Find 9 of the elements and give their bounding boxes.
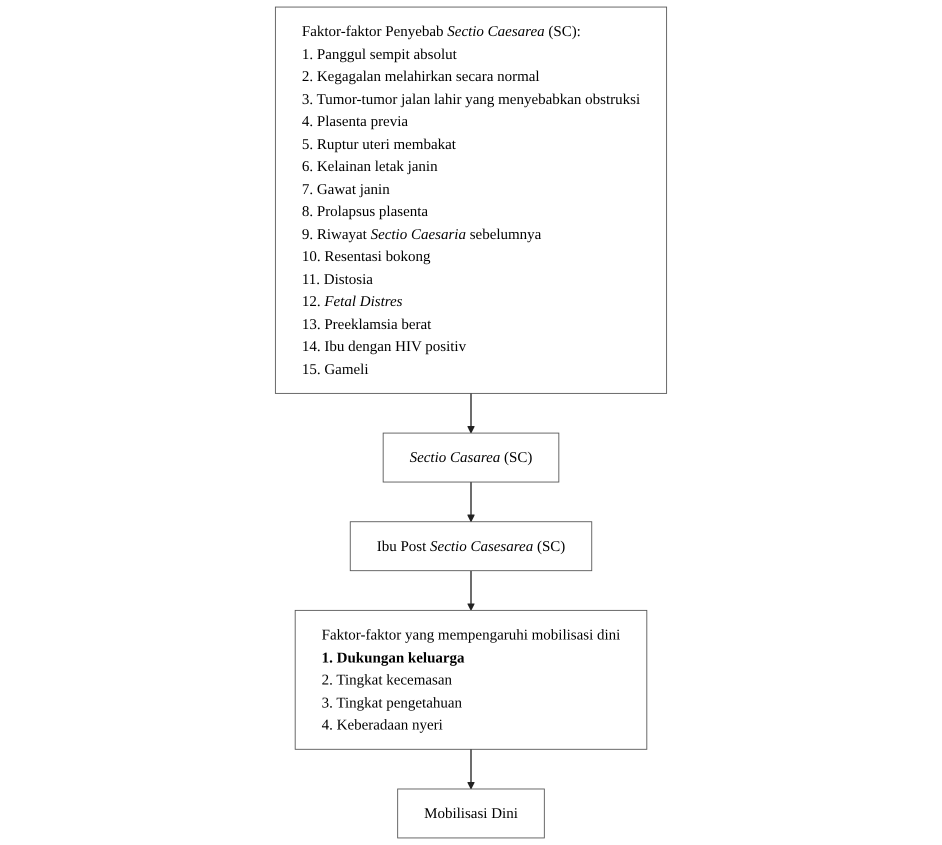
arrow <box>467 749 475 790</box>
node-box: Faktor-faktor yang mempengaruhi mobilisasi dini 1. Dukungan keluarga 2. Tingkat kecemasan 3. Tingkat pengetahuan 4. Keberadaan nyeri <box>294 610 648 750</box>
node-box: Faktor-faktor Penyebab Sectio Caesarea (SC): 1. Panggul sempit absolut 2. Kegagalan melahirkan secara normal 3. Tumor-tumor jalan lahir yang menyebabkan obstruksi 4. Plasenta previa 5. Ruptur uteri membakat 6. Kelainan letak janin 7. Gawat janin 8. Prolapsus plasenta 9. Riwayat Sectio Caesaria sebelumnya 10. Resentasi bokong 11. Distosia 12. Fetal Distres 13. Preeklamsia berat 14. Ibu dengan HIV positiv 15. Gameli <box>274 6 668 394</box>
node-box: Mobilisasi Dini <box>397 788 545 838</box>
arrow <box>467 482 475 522</box>
node-box: Sectio Casarea (SC) <box>382 432 560 482</box>
arrow <box>467 570 475 611</box>
node-box: Ibu Post Sectio Casesarea (SC) <box>350 521 592 572</box>
arrow <box>467 393 475 434</box>
